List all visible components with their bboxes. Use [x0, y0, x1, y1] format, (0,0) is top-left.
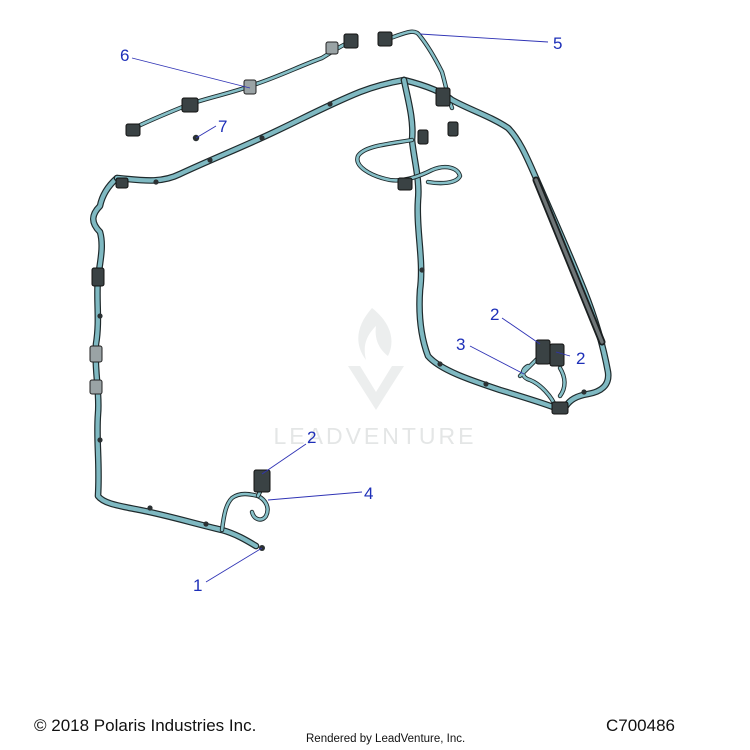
callout-7: 7 [218, 117, 227, 136]
relay-connector-a [535, 339, 551, 365]
main-harness [89, 29, 612, 550]
callout-2-right: 2 [576, 349, 585, 368]
callout-1: 1 [193, 576, 202, 595]
callout-2-upper: 2 [490, 305, 499, 324]
relay-connector-lower [253, 469, 271, 493]
connector-top [377, 31, 393, 47]
diagram-code: C700486 [606, 716, 676, 735]
callout-2-lower: 2 [307, 428, 316, 447]
relay-connector-b [549, 343, 565, 367]
watermark-text: LEADVENTURE [274, 423, 477, 449]
rendered-by-text: Rendered by LeadVenture, Inc. [306, 733, 466, 745]
callout-labels: 1 2 2 2 3 4 5 6 7 [120, 34, 585, 595]
connectors [89, 31, 587, 551]
leadventure-watermark: LEADVENTURE [274, 308, 477, 449]
leader-lines [131, 33, 571, 583]
callout-5: 5 [553, 34, 562, 53]
callout-4: 4 [364, 484, 373, 503]
callout-6: 6 [120, 46, 129, 65]
connector-upper-left [125, 123, 141, 137]
copyright-text: © 2018 Polaris Industries Inc. [34, 716, 257, 735]
callout-3: 3 [456, 335, 465, 354]
